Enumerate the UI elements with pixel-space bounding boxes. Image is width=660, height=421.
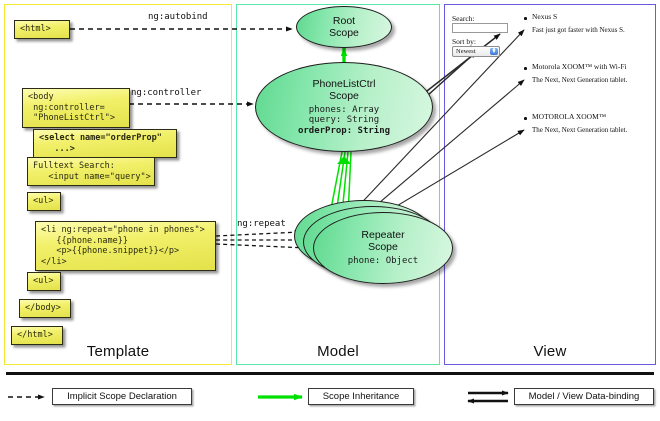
- list-bullet: [524, 67, 527, 70]
- code-box-html-open: <html>: [14, 20, 70, 39]
- legend-divider: [6, 372, 654, 375]
- list-bullet: [524, 17, 527, 20]
- code-box-fulltext-search: Fulltext Search: <input name="query">: [27, 157, 155, 186]
- prop-orderprop: orderProp: String: [297, 125, 391, 136]
- code-box-body-open: <body ng:controller= "PhoneListCtrl">: [22, 88, 130, 128]
- prop-phones: phones: Array: [308, 104, 380, 115]
- phone-list-item: Motorola XOOM™ with Wi-Fi The Next, Next…: [532, 62, 654, 85]
- code-box-select-orderprop: <select name="orderProp" ...>: [33, 129, 177, 158]
- arrow-label-ng-controller: ng:controller: [131, 88, 202, 98]
- code-box-li-ngrepeat: <li ng:repeat="phone in phones"> {{phone…: [35, 221, 216, 271]
- panel-view-label: View: [533, 343, 567, 360]
- chevron-updown-icon[interactable]: ▲▼: [490, 47, 498, 56]
- legend-item-implicit-scope-declaration: Implicit Scope Declaration: [52, 388, 192, 405]
- arrow-label-ng-repeat: ng:repeat: [237, 219, 286, 229]
- arrow-ng-repeat: [215, 230, 308, 250]
- phone-name: Motorola XOOM™ with Wi-Fi: [532, 62, 627, 71]
- sort-select-value: Newest: [456, 48, 476, 55]
- phone-name: MOTOROLA XOOM™: [532, 112, 607, 121]
- code-box-html-close: </html>: [11, 326, 63, 345]
- phone-snippet: Fast just got faster with Nexus S.: [532, 26, 625, 34]
- phone-list-item: Nexus S Fast just got faster with Nexus …: [532, 12, 652, 35]
- search-input[interactable]: [452, 23, 508, 33]
- prop-phone: phone: Object: [347, 256, 419, 267]
- legend-item-model-view-data-binding: Model / View Data-binding: [514, 388, 654, 405]
- sort-label: Sort by:: [452, 37, 476, 46]
- legend-item-scope-inheritance: Scope Inheritance: [308, 388, 414, 405]
- code-box-body-close: </body>: [19, 299, 71, 318]
- panel-template-label: Template: [86, 343, 150, 360]
- panel-model-label: Model: [317, 343, 359, 360]
- legend: Implicit Scope Declaration Scope Inherit…: [0, 372, 660, 421]
- arrow-label-ng-autobind: ng:autobind: [148, 12, 208, 22]
- code-box-ul-open: <ul>: [27, 192, 61, 211]
- list-bullet: [524, 117, 527, 120]
- legend-glyphs: [8, 390, 509, 404]
- scope-repeater-props: phone: Object: [348, 256, 418, 267]
- phone-snippet: The Next, Next Generation tablet.: [532, 76, 628, 84]
- phone-snippet: The Next, Next Generation tablet.: [532, 126, 628, 134]
- sort-select[interactable]: Newest ▲▼: [452, 46, 500, 57]
- phone-name: Nexus S: [532, 12, 558, 21]
- phone-list-item: MOTOROLA XOOM™ The Next, Next Generation…: [532, 112, 654, 135]
- scope-phonelistctrl-props: phones: Array query: String orderProp: S…: [298, 105, 390, 137]
- code-box-ul-close: <ul>: [27, 272, 61, 291]
- prop-query: query: String: [308, 115, 380, 126]
- search-label: Search:: [452, 14, 475, 23]
